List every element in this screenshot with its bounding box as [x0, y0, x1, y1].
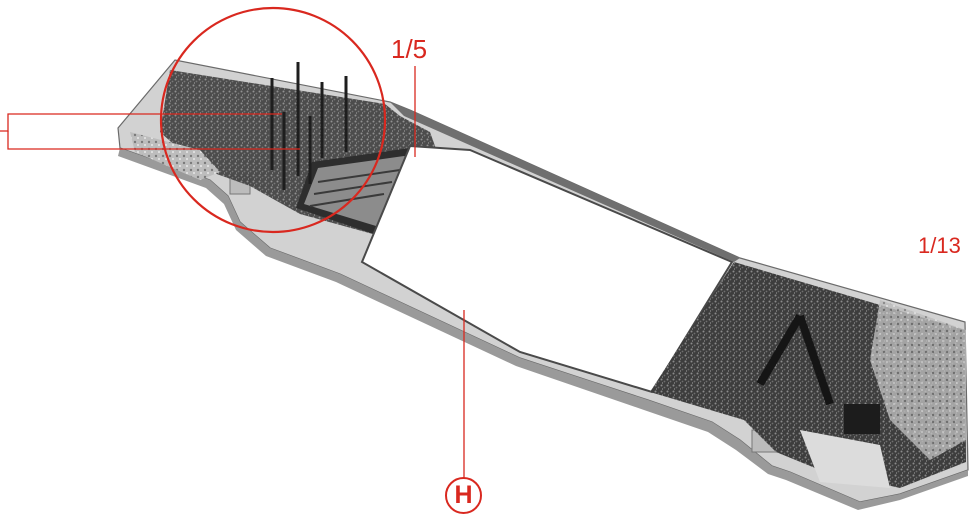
callout-badge-h: H — [445, 477, 482, 514]
right-fabric-area — [650, 262, 966, 488]
scale-label-top: 1/5 — [391, 34, 428, 64]
scale-label-right: 1/13 — [918, 233, 961, 258]
presser-pins — [270, 62, 348, 190]
top-rail — [390, 102, 740, 262]
callout-lines — [0, 66, 465, 478]
magnifier-circle — [159, 6, 387, 234]
